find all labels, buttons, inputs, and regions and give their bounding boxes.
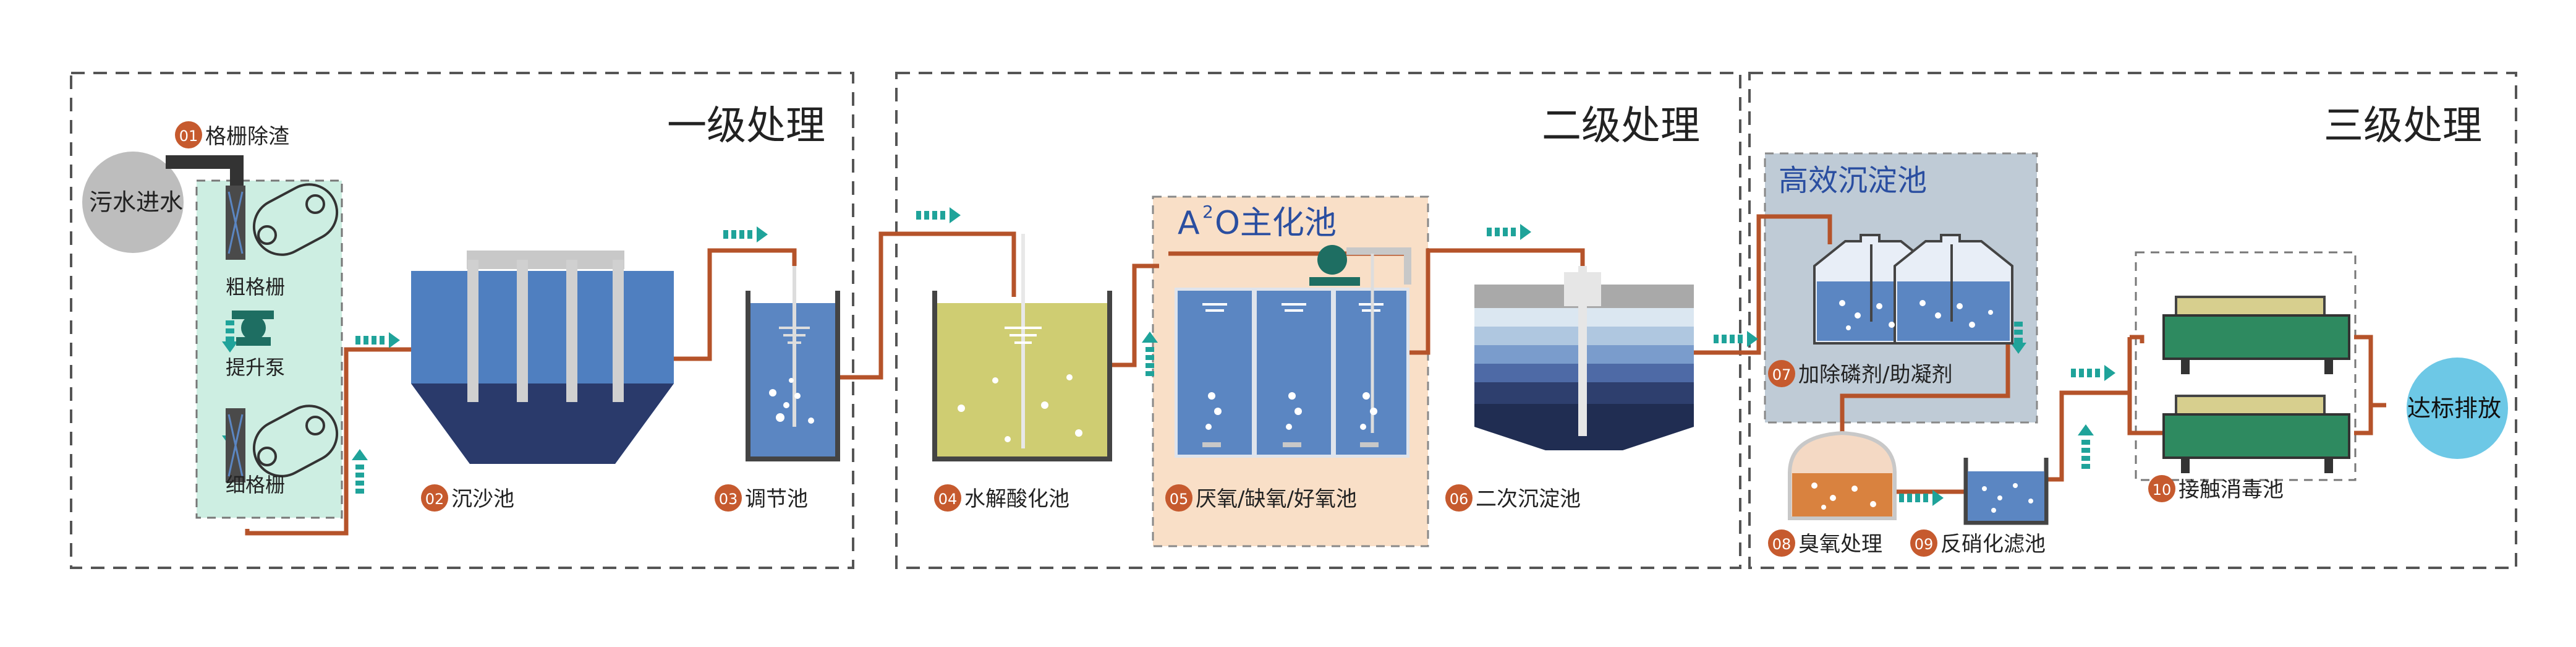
pipe-adjust-to-hydro [838,231,1016,380]
screen-zone [195,179,343,519]
section-title-primary: 一级处理 [667,103,825,149]
inlet-pipe [166,155,244,186]
contact-tank-lower [2162,395,2350,473]
hydrolysis-tank [932,234,1112,461]
pipe-contact-out-lower [2354,405,2373,435]
pipe-dn-to-contact [2046,337,2132,482]
step-label: 调节池 [745,487,808,512]
pipe-contact-lower [2127,393,2164,435]
arrow-up-icon [352,449,368,494]
step-05: 05 厌氧/缺氧/好氧池 [1165,484,1357,512]
contact-tank-upper [2162,296,2350,374]
step-badge: 01 [179,127,198,145]
step-07: 07 加除磷剂/助凝剂 [1768,360,1952,387]
a2o-title-sup: 2 [1202,202,1214,222]
arrow-up-icon [2078,424,2094,469]
step-01: 01 格栅除渣 [175,121,289,149]
step-label: 二次沉淀池 [1476,487,1581,512]
arrow-right-icon [1899,490,1944,506]
stage-frame-primary [70,72,854,569]
disinfection-zone [2135,251,2357,481]
a2o-pump-icon [1309,245,1411,286]
step-04: 04 水解酸化池 [934,484,1069,512]
lift-pump-label: 提升泵 [226,356,285,379]
step-badge: 10 [2153,481,2172,499]
flow-arrows [222,207,2115,506]
arrow-right-icon [2071,365,2115,381]
hidensity-title: 高效沉淀池 [1779,163,1927,198]
step-06: 06 二次沉淀池 [1445,484,1581,512]
step-09: 09 反硝化滤池 [1910,529,2046,557]
step-badge: 06 [1450,491,1469,508]
pipe-grit-to-adjust [674,248,797,361]
pipe-sec-to-hd [1694,214,1832,355]
a2o-tanks [1175,254,1409,458]
section-title-tertiary: 三级处理 [2324,103,2482,149]
inlet-label: 污水进水 [89,189,183,216]
ozone-vessel [1788,431,1897,520]
arrow-down-icon [2010,322,2026,354]
outlet-label: 达标排放 [2407,395,2501,422]
pipe-contact-out-upper [2354,335,2386,408]
step-label: 接触消毒池 [2179,478,2284,502]
step-10: 10 接触消毒池 [2148,475,2284,502]
pipe-hydro-to-a2o [1110,264,1159,367]
arrow-right-icon [723,226,768,242]
lift-pump-icon [232,311,274,346]
pipe-a2o-to-sec [1409,248,1585,355]
a2o-title-suffix: O主化池 [1215,205,1337,242]
step-label: 沉沙池 [451,487,514,512]
inlet-circle [82,152,184,253]
arrow-right-icon [355,332,400,348]
arrow-right-icon [1714,331,1758,347]
coarse-screen-label: 粗格栅 [226,275,285,299]
fine-screen [226,405,339,482]
stage-frame-secondary [895,72,1741,569]
step-badge: 08 [1772,536,1792,553]
step-02: 02 沉沙池 [421,484,514,512]
arrow-down-icon [222,320,238,353]
outlet-circle [2407,358,2508,459]
step-08: 08 臭氧处理 [1768,529,1882,557]
adjustment-tank [746,266,840,461]
step-badge: 07 [1772,366,1792,383]
section-title-secondary: 二级处理 [1542,103,1700,149]
step-badge: 09 [1915,536,1934,553]
secondary-clarifier [1474,266,1694,450]
step-label: 加除磷剂/助凝剂 [1798,362,1952,387]
step-badge: 05 [1170,491,1189,508]
stage-frame-tertiary [1748,72,2517,569]
step-badge: 04 [938,491,958,508]
step-badge: 02 [425,491,444,508]
step-label: 反硝化滤池 [1941,532,2046,557]
pipe-fine-to-grit [245,347,411,536]
arrow-right-icon [1487,224,1531,240]
pipe-contact-upper [2130,335,2145,343]
denitrification-filter [1963,458,2049,525]
step-label: 厌氧/缺氧/好氧池 [1196,487,1357,512]
coarse-screen [226,183,339,260]
step-badge: 03 [719,491,738,508]
step-label: 臭氧处理 [1798,532,1882,557]
step-label: 格栅除渣 [205,124,289,149]
fine-screen-label: 细格栅 [226,473,285,497]
grit-chamber [411,251,674,464]
a2o-title-prefix: A [1178,205,1200,242]
step-03: 03 调节池 [715,484,808,512]
hidensity-tanks [1813,234,2013,345]
step-label: 水解酸化池 [964,487,1069,512]
arrow-right-icon [916,207,961,223]
arrow-up-icon [1142,332,1158,376]
